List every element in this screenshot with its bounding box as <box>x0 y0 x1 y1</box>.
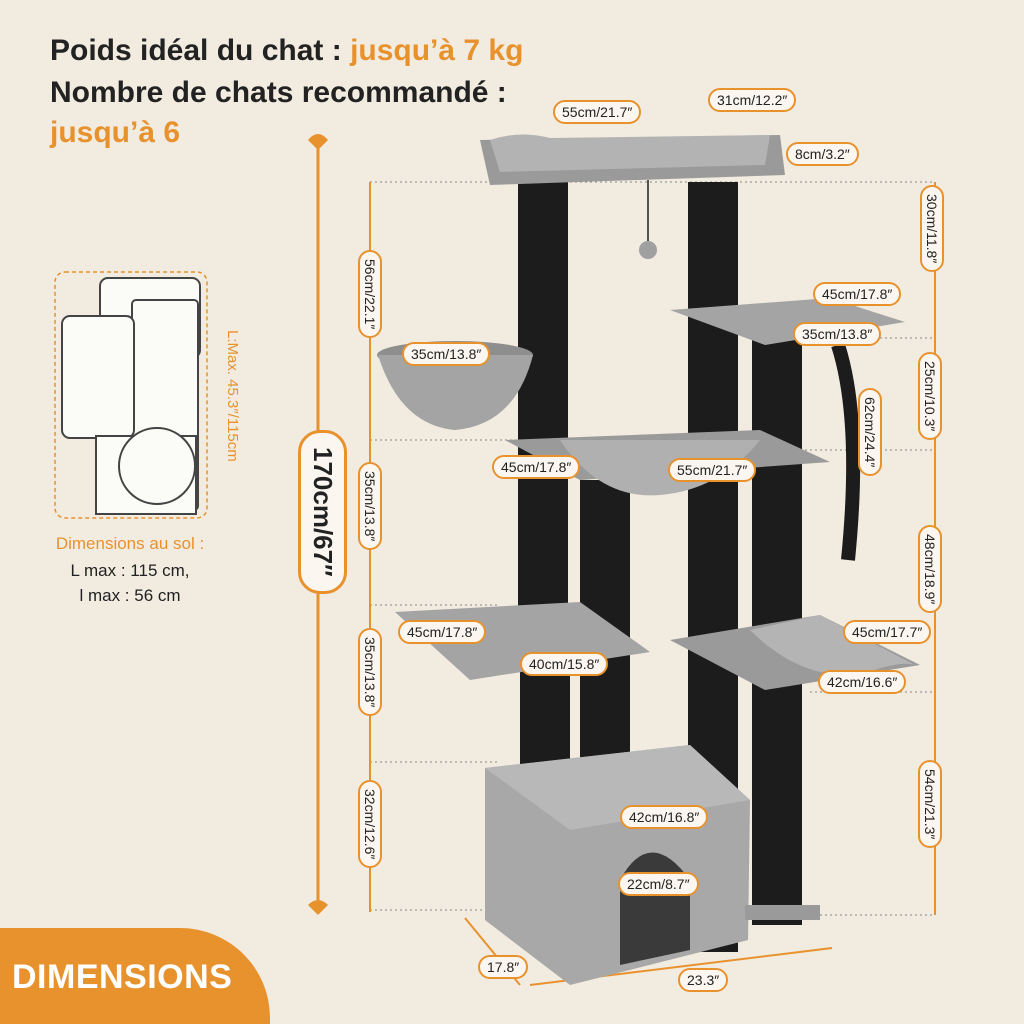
floor-side-label: L:Max. 45.3″/115cm <box>224 330 241 462</box>
low-depth-label: 45cm/17.8″ <box>398 620 487 644</box>
house-height-label: 32cm/12.6″ <box>358 780 382 869</box>
cat-count-label: Nombre de chats recommandé : <box>50 76 507 109</box>
left-basket-label: 35cm/13.8″ <box>402 342 491 366</box>
right-low-label: 54cm/21.3″ <box>918 760 942 849</box>
low-width-label: 40cm/15.8″ <box>520 652 609 676</box>
cat-weight-line: Poids idéal du chat : jusqu’à 7 kg <box>50 34 523 68</box>
total-height-label: 170cm/67″ <box>298 430 347 594</box>
hammock-depth-label: 45cm/17.7″ <box>843 620 932 644</box>
right-platform-width-label: 35cm/13.8″ <box>793 322 882 346</box>
floor-width: l max : 56 cm <box>79 586 181 605</box>
top-depth-label: 31cm/12.2″ <box>708 88 797 112</box>
weight-label: Poids idéal du chat : <box>50 34 342 67</box>
rope-label: 62cm/24.4″ <box>858 388 882 477</box>
mid-width-label: 55cm/21.7″ <box>668 458 757 482</box>
left-low-label: 35cm/13.8″ <box>358 628 382 717</box>
door-label: 22cm/8.7″ <box>618 872 699 896</box>
cat-count-value: jusqu’à 6 <box>50 116 181 149</box>
top-gap-label: 30cm/11.8″ <box>920 185 944 273</box>
top-width-label: 55cm/21.7″ <box>553 100 642 124</box>
right-platform-length-label: 45cm/17.8″ <box>813 282 902 306</box>
left-mid-label: 35cm/13.8″ <box>358 462 382 551</box>
mid-depth-label: 45cm/17.8″ <box>492 455 581 479</box>
floor-title: Dimensions au sol : <box>55 534 205 553</box>
weight-value: jusqu’à 7 kg <box>350 34 524 67</box>
dimensions-banner: DIMENSIONS <box>0 928 270 1024</box>
right-gap-label: 25cm/10.3″ <box>918 352 942 441</box>
base-depth-label: 17.8″ <box>478 955 529 979</box>
right-mid-label: 48cm/18.9″ <box>918 525 942 614</box>
house-top-label: 42cm/16.8″ <box>620 805 709 829</box>
banner-label: DIMENSIONS <box>12 958 233 996</box>
left-post-label: 56cm/22.1″ <box>358 250 382 339</box>
top-thickness-label: 8cm/3.2″ <box>786 142 859 166</box>
hammock-width-label: 42cm/16.6″ <box>818 670 907 694</box>
floor-footprint-icon <box>54 271 208 519</box>
floor-length: L max : 115 cm, <box>70 561 190 580</box>
base-width-label: 23.3″ <box>678 968 729 992</box>
